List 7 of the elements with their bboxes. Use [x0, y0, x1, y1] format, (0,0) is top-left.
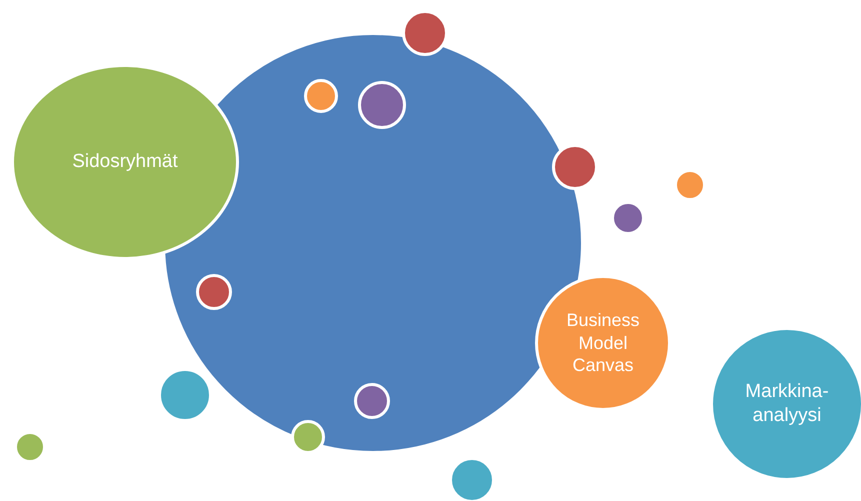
bubble-label: Sidosryhmät — [71, 150, 179, 174]
bubble-label: Business Model Canvas — [565, 309, 641, 377]
circle — [358, 81, 406, 129]
bubble-label: Markkina-analyysi — [744, 380, 830, 428]
circle — [196, 274, 232, 310]
circle — [304, 79, 338, 113]
circle — [354, 383, 390, 419]
